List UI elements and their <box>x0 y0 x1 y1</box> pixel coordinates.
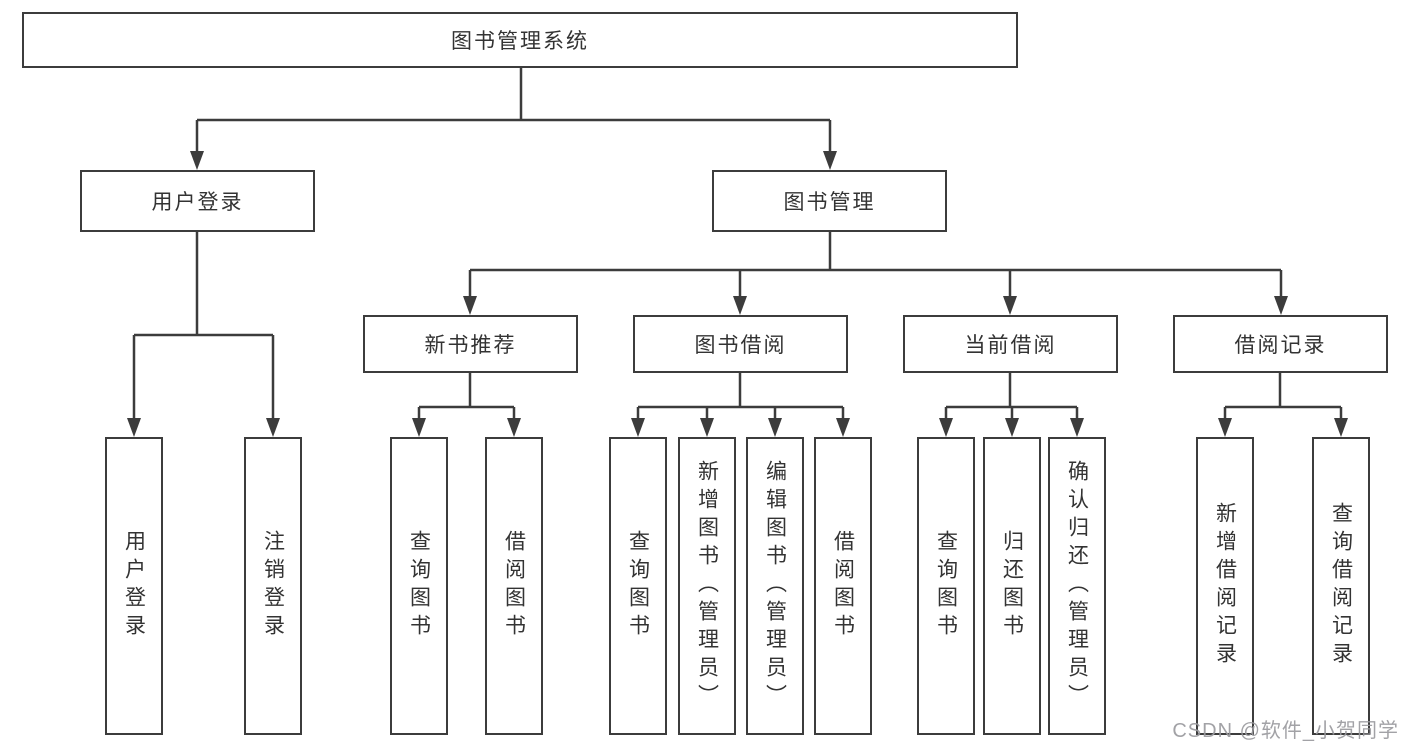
node-label: 注销登录 <box>261 530 285 642</box>
node-label: 归还图书 <box>1000 530 1024 642</box>
node-label: 图书借阅 <box>694 334 787 357</box>
node-label: 借阅图书 <box>831 530 855 642</box>
node-label: 图书管理系统 <box>451 30 589 53</box>
node-edit-book-admin: 编辑图书（管理员） <box>746 437 804 735</box>
node-user-login-action: 用户登录 <box>105 437 163 735</box>
node-label: 新增图书（管理员） <box>695 460 719 712</box>
node-label: 图书管理 <box>783 191 876 214</box>
node-label: 借阅记录 <box>1234 334 1327 357</box>
node-label: 用户登录 <box>122 530 146 642</box>
csdn-watermark: CSDN @软件_小贺同学 <box>1172 720 1399 742</box>
node-query-borrow-record: 查询借阅记录 <box>1312 437 1370 735</box>
node-book-borrow: 图书借阅 <box>633 315 848 373</box>
node-query-books: 查询图书 <box>609 437 667 735</box>
node-return-book: 归还图书 <box>983 437 1041 735</box>
node-label: 编辑图书（管理员） <box>763 460 787 712</box>
node-add-borrow-record: 新增借阅记录 <box>1196 437 1254 735</box>
node-book-management: 图书管理 <box>712 170 947 232</box>
node-label: 新书推荐 <box>424 334 517 357</box>
node-query-books: 查询图书 <box>390 437 448 735</box>
node-confirm-return-admin: 确认归还（管理员） <box>1048 437 1106 735</box>
node-borrow-books: 借阅图书 <box>814 437 872 735</box>
arrowheads <box>127 151 1348 437</box>
node-label: 查询借阅记录 <box>1329 502 1353 670</box>
node-borrow-records: 借阅记录 <box>1173 315 1388 373</box>
node-borrow-books: 借阅图书 <box>485 437 543 735</box>
node-label: 确认归还（管理员） <box>1065 460 1089 712</box>
node-logout: 注销登录 <box>244 437 302 735</box>
node-query-books: 查询图书 <box>917 437 975 735</box>
node-label: 借阅图书 <box>502 530 526 642</box>
node-user-login: 用户登录 <box>80 170 315 232</box>
node-label: 查询图书 <box>407 530 431 642</box>
node-label: 用户登录 <box>151 191 244 214</box>
node-library-management-system: 图书管理系统 <box>22 12 1018 68</box>
node-label: 查询图书 <box>626 530 650 642</box>
node-label: 新增借阅记录 <box>1213 502 1237 670</box>
node-new-book-recommend: 新书推荐 <box>363 315 578 373</box>
node-label: 当前借阅 <box>964 334 1057 357</box>
node-current-borrow: 当前借阅 <box>903 315 1118 373</box>
node-label: 查询图书 <box>934 530 958 642</box>
node-add-book-admin: 新增图书（管理员） <box>678 437 736 735</box>
